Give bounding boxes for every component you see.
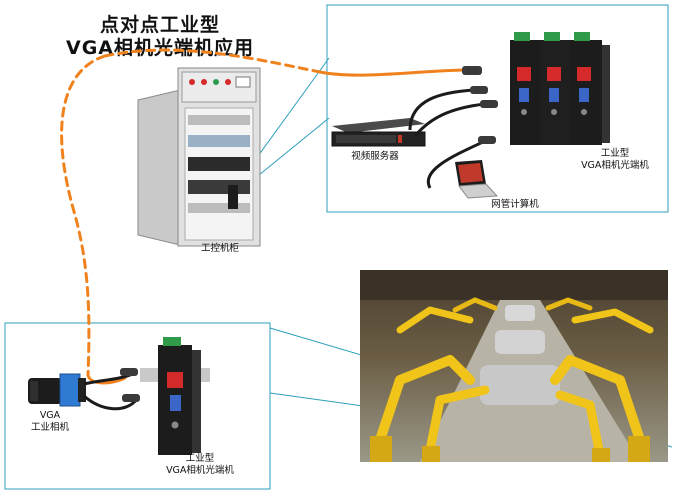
cabinet-door [137, 89, 181, 246]
cabinet-indicator [213, 79, 219, 85]
camera-label-line1: VGA [39, 410, 61, 421]
car-body [505, 305, 535, 321]
local-site-frame [4, 322, 271, 490]
converter-vga-port [519, 88, 529, 102]
car-body [495, 330, 545, 354]
converter-vga-port [549, 88, 559, 102]
cabinet-indicator [225, 79, 231, 85]
fiber-link-remote [318, 68, 472, 77]
converter-button [577, 67, 591, 81]
converter-terminal [514, 32, 530, 41]
remote-converter-1 [510, 32, 540, 145]
converter-vga-port [579, 88, 589, 102]
local-device-label-line2: VGA相机光端机 [166, 465, 234, 476]
cabinet-indicator [189, 79, 195, 85]
cabinet-din-rail [188, 115, 250, 125]
connector-plug [470, 86, 488, 94]
converter-side [192, 350, 201, 453]
camera-cable [83, 394, 140, 411]
camera-back [78, 378, 86, 402]
converter-led [551, 109, 557, 115]
industrial-camera [28, 373, 86, 407]
converter-vga-port [170, 395, 181, 411]
server-accent [398, 135, 402, 143]
converter-button [517, 67, 531, 81]
remote-device-label-line2: VGA相机光端机 [581, 160, 649, 171]
cabinet-installed-converter [228, 185, 238, 209]
robot-arm [571, 308, 654, 334]
cabinet-label: 工控机柜 [200, 243, 239, 254]
converter-side [602, 45, 610, 143]
converter-led [171, 421, 179, 429]
converter-button [167, 372, 183, 388]
local-device-label-line1: 工业型 [185, 453, 215, 464]
remote-converter-3 [570, 32, 610, 145]
car-body [480, 365, 560, 405]
server-vga-cable [408, 88, 476, 131]
robot-arm [425, 385, 490, 455]
rack-server [331, 118, 426, 147]
remote-site-frame [326, 4, 669, 213]
robot-arm [545, 297, 593, 311]
robot-base [370, 436, 392, 462]
remote-device-label-line1: 工业型 [600, 148, 630, 159]
robot-base [628, 436, 650, 462]
server-label: 视频服务器 [351, 151, 399, 162]
robot-arm [452, 297, 498, 313]
server-vga-cable [413, 102, 486, 137]
laptop [455, 160, 499, 199]
cabinet-meter [235, 76, 251, 88]
robot-arm [555, 390, 605, 460]
diagram-title-line1: 点对点工业型 [99, 14, 220, 36]
cabinet-indicator [201, 79, 207, 85]
converter-terminal [163, 337, 181, 346]
laptop-base [458, 183, 499, 199]
server-bezel [336, 135, 396, 143]
cabinet-din-rail [188, 180, 250, 194]
cabinet-din-rail [188, 157, 250, 171]
laptop-display [458, 163, 483, 183]
remote-converter-2 [540, 32, 570, 145]
camera-body [59, 373, 81, 407]
robot-arm [396, 306, 474, 334]
robot-base [592, 448, 610, 462]
robot-arm [375, 355, 475, 445]
camera-lens-ring [30, 381, 38, 401]
connector-plug [120, 368, 138, 376]
converter-terminal [544, 32, 560, 41]
fiber-link-dashed-top [103, 48, 322, 74]
control-cabinet [137, 67, 261, 247]
ceiling-structure [360, 270, 668, 300]
factory-robot-photo [360, 270, 668, 462]
connector-plug [462, 66, 482, 75]
connector-plug [480, 100, 498, 108]
fiber-link-dashed [60, 54, 107, 377]
robot-base [422, 446, 440, 462]
cabinet-din-rail [188, 135, 250, 147]
local-converter [140, 337, 210, 455]
connector-plug [478, 136, 496, 144]
robot-arm [550, 355, 645, 445]
converter-button [547, 67, 561, 81]
camera-label-line2: 工业相机 [30, 422, 69, 433]
laptop-label: 网管计算机 [491, 199, 539, 210]
fiber-link-local [86, 373, 127, 385]
connector-plug [122, 394, 140, 402]
server-top [332, 118, 425, 133]
cabinet-inner-panel [184, 107, 254, 241]
cabinet-din-rail [188, 203, 250, 213]
converter-led [521, 109, 527, 115]
converter-terminal [574, 32, 590, 41]
converter-led [581, 109, 587, 115]
laptop-cable [426, 140, 484, 189]
